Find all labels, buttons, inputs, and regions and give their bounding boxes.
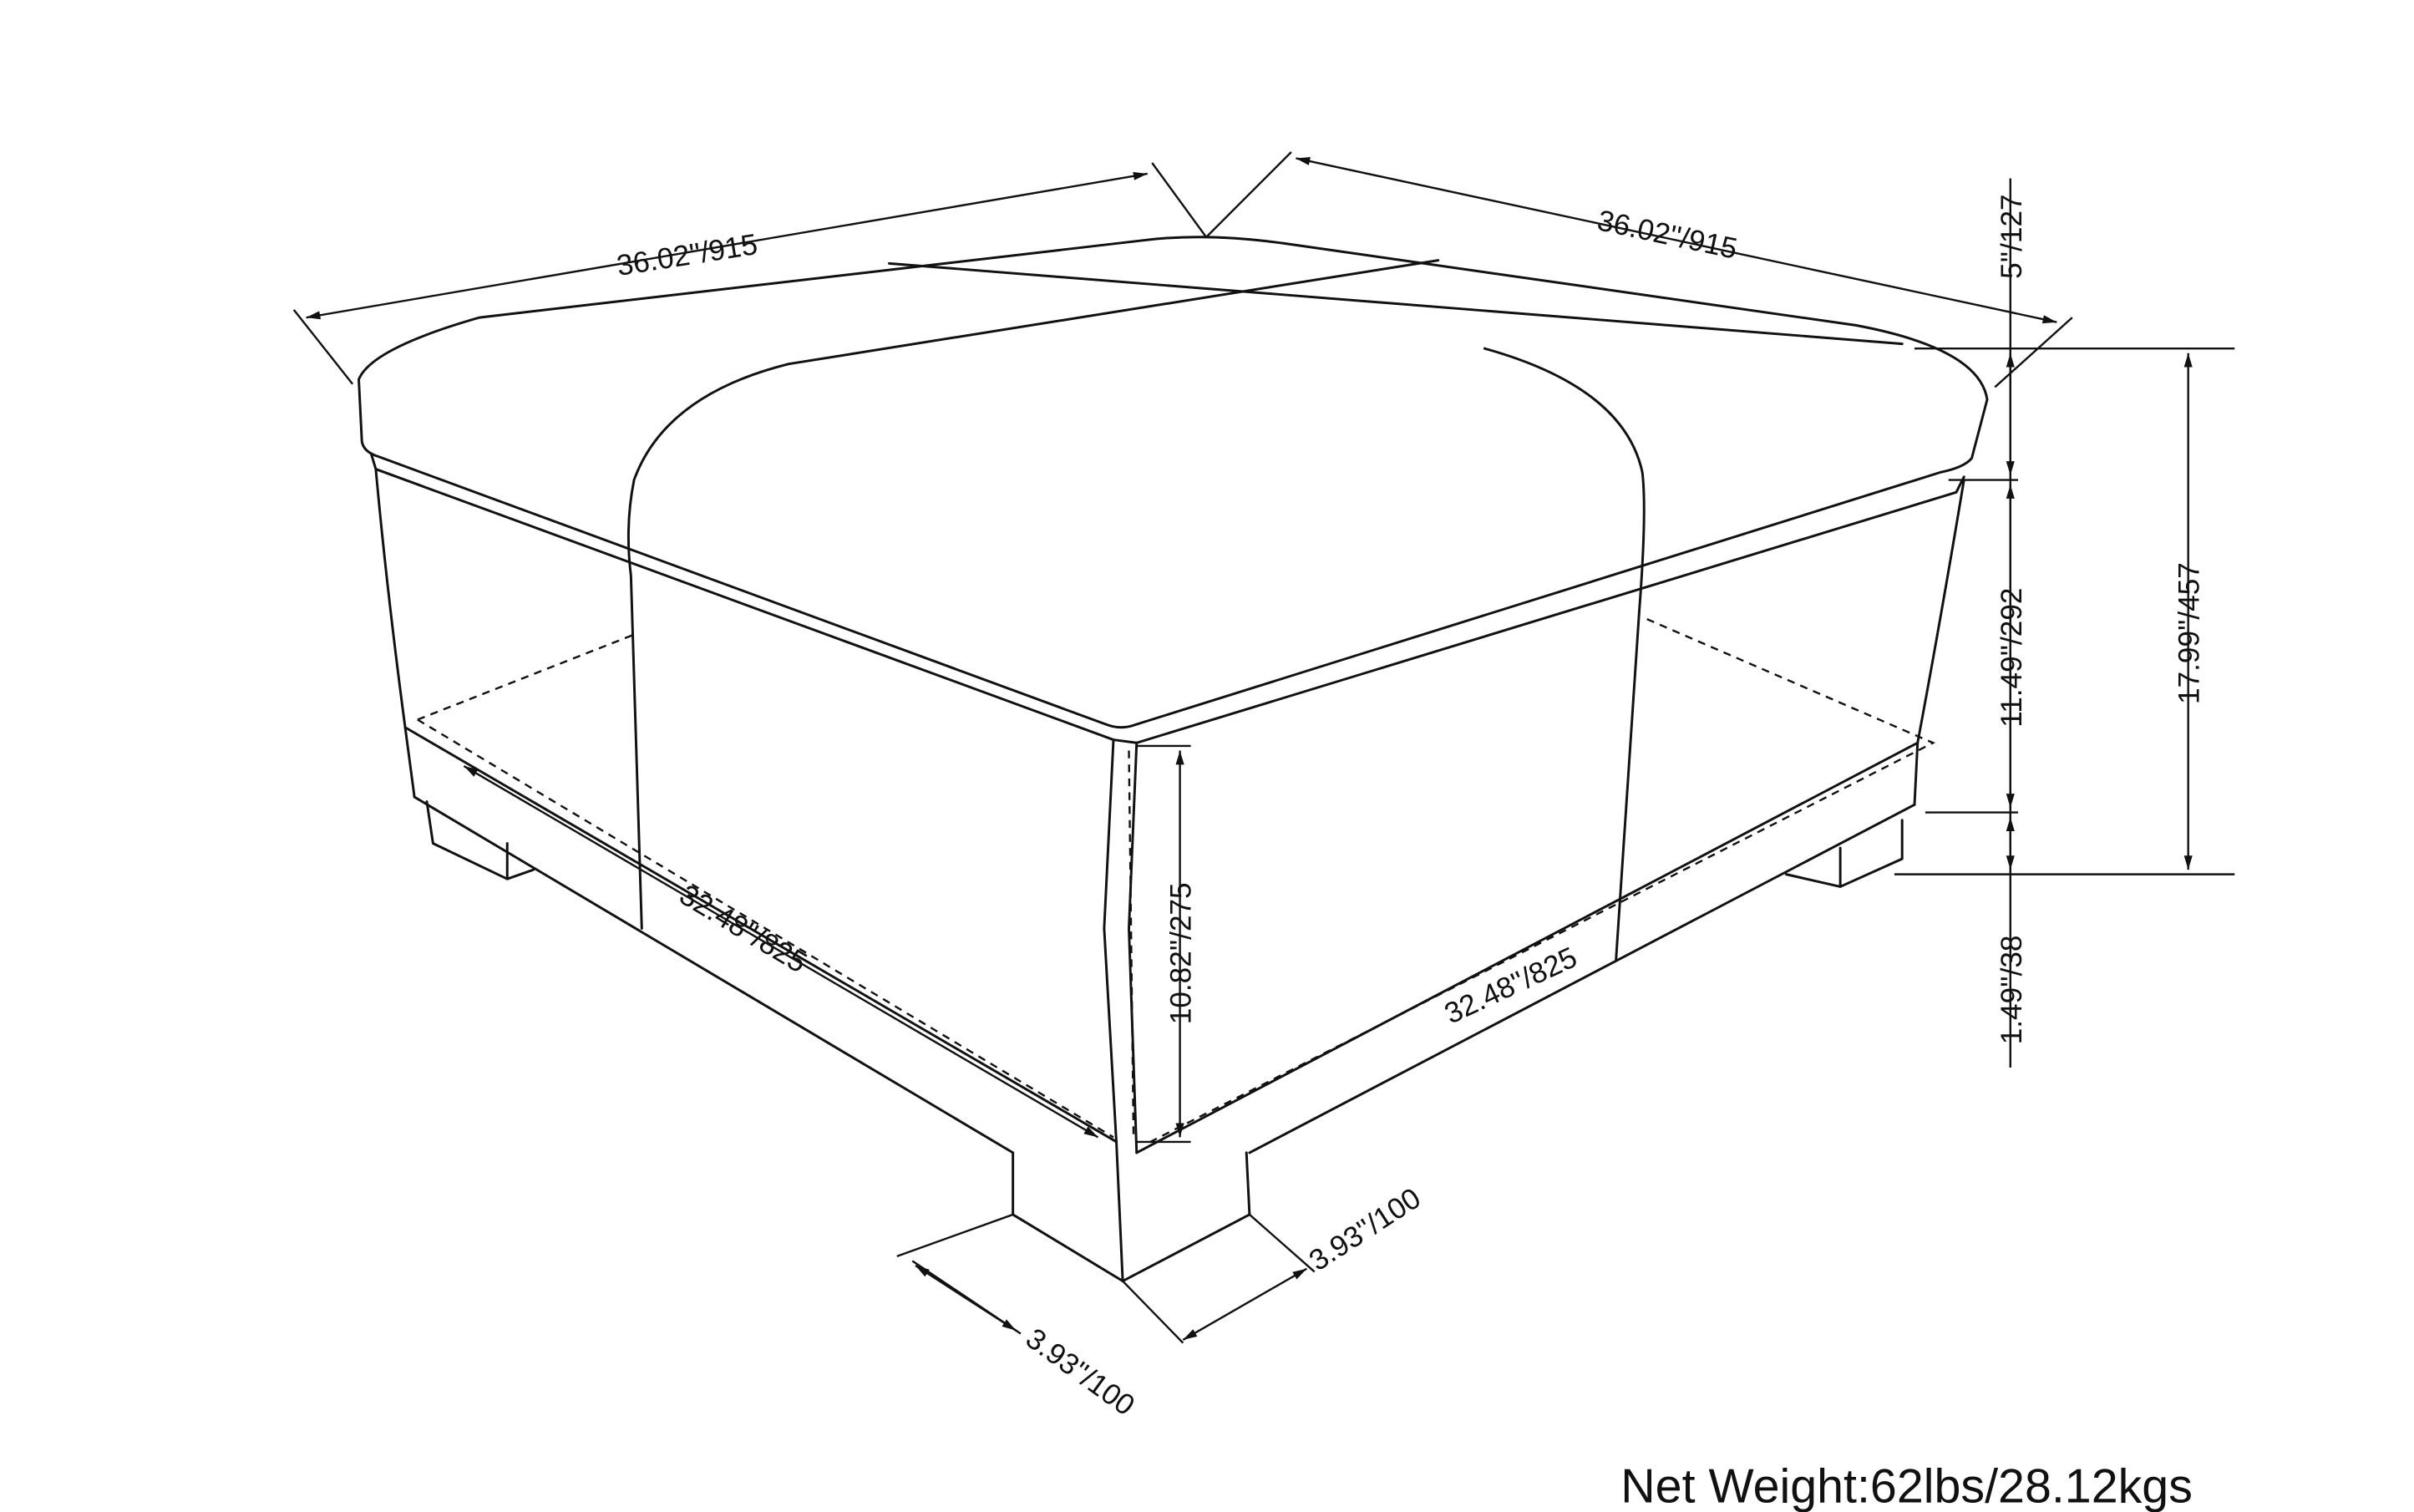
dim-cushion-height: 5''/127 xyxy=(1996,194,2028,278)
dim-leg-clearance: 1.49''/38 xyxy=(1996,936,2028,1045)
dim-top-width-left: 36.02''/915 xyxy=(615,228,760,282)
cushion-dome-right xyxy=(1483,347,1646,961)
plinth-right xyxy=(1135,741,1920,1154)
dim-body-height: 11.49''/292 xyxy=(1996,588,2028,728)
body-front-corner-inner xyxy=(1128,741,1139,1154)
cushion-outline xyxy=(358,236,1989,729)
cushion-seam xyxy=(888,261,1904,346)
front-foot xyxy=(1012,1151,1251,1283)
cushion-seam xyxy=(787,259,1440,366)
dim-top-width-right: 36.02''/915 xyxy=(1595,204,1740,265)
cushion-dome-left xyxy=(626,363,790,930)
dim-leg-width-right: 3.93''/100 xyxy=(1303,1182,1426,1278)
net-weight: Net Weight:62lbs/28.12kgs xyxy=(1620,1459,2193,1512)
body-left-edge xyxy=(374,468,416,799)
body-front-corner xyxy=(1103,738,1124,1283)
dimension-lines xyxy=(292,151,2235,1344)
top-band xyxy=(369,452,1965,744)
right-foot xyxy=(1784,819,1904,888)
dim-leg-width-left: 3.93''/100 xyxy=(1020,1322,1141,1423)
dim-total-height: 17.99''/457 xyxy=(2173,562,2206,704)
body-right-edge xyxy=(1913,479,1965,806)
dim-inner-height: 10.82''/275 xyxy=(1165,882,1198,1024)
ottoman-drawing xyxy=(358,236,1989,1283)
dimension-labels: 36.02''/915 36.02''/915 5''/127 11.49''/… xyxy=(615,194,2206,1422)
